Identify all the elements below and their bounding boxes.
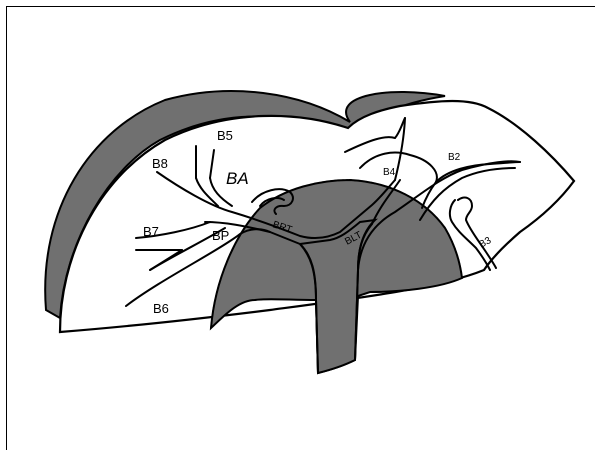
- label-b7: B7: [143, 224, 159, 239]
- label-b8: B8: [152, 156, 168, 171]
- label-b6: B6: [153, 301, 169, 316]
- label-b4: B4: [383, 167, 396, 178]
- label-bp: BP: [212, 228, 229, 243]
- label-b2: B2: [448, 152, 461, 163]
- label-b5: B5: [217, 128, 233, 143]
- label-ba: BA: [226, 169, 249, 188]
